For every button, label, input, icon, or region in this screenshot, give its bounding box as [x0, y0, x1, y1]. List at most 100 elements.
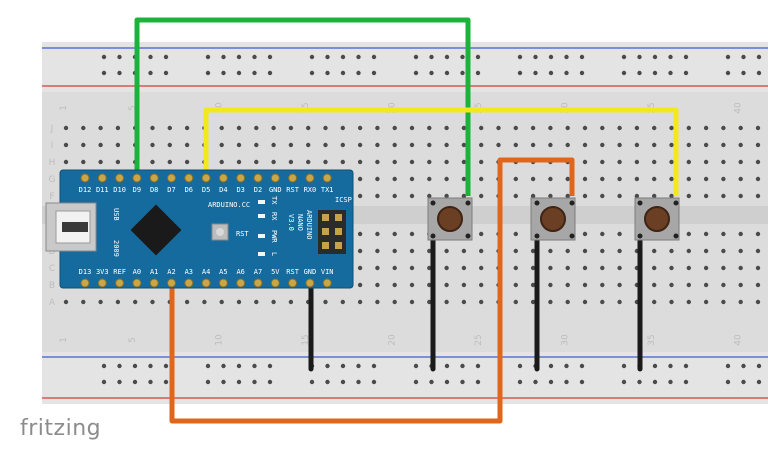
nano-pin	[80, 173, 90, 183]
breadboard-hole	[392, 299, 397, 305]
breadboard-hole	[565, 265, 570, 271]
breadboard-hole	[371, 379, 377, 385]
breadboard-hole	[375, 282, 380, 288]
breadboard-hole	[236, 54, 242, 60]
breadboard-hole	[738, 159, 743, 165]
breadboard-hole	[101, 54, 107, 60]
breadboard-hole	[755, 248, 761, 254]
breadboard-hole	[582, 176, 588, 182]
pushbutton-1[interactable]	[427, 197, 473, 241]
row-letter: G	[49, 175, 56, 185]
breadboard-hole	[392, 193, 397, 199]
breadboard-hole	[252, 363, 257, 369]
breadboard-hole	[219, 125, 224, 131]
breadboard-hole	[325, 70, 330, 76]
nano-pin	[305, 173, 315, 183]
nano-pin	[236, 173, 246, 183]
nano-pin-label: 5V	[271, 268, 280, 276]
breadboard-hole	[461, 299, 467, 305]
breadboard-hole	[306, 142, 311, 148]
nano-icsp-label: ICSP	[335, 196, 352, 204]
breadboard-hole	[444, 379, 450, 385]
breadboard-hole	[221, 54, 226, 60]
breadboard-hole	[271, 299, 276, 305]
nano-pin	[322, 173, 332, 183]
breadboard-hole	[669, 282, 674, 288]
breadboard-hole	[669, 193, 674, 199]
mcu-chip	[130, 204, 182, 256]
column-number: 1	[59, 105, 69, 111]
breadboard-hole	[725, 70, 731, 76]
breadboard-hole	[582, 248, 588, 254]
nano-pin	[270, 173, 280, 183]
nano-pin-label: REF	[113, 268, 126, 276]
breadboard-hole	[429, 70, 434, 76]
breadboard-hole	[652, 193, 657, 199]
breadboard-hole	[461, 159, 467, 165]
column-number: 20	[388, 334, 398, 346]
breadboard-hole	[461, 142, 467, 148]
breadboard-hole	[219, 142, 224, 148]
breadboard-hole	[668, 54, 673, 60]
nano-pin	[288, 278, 298, 288]
breadboard-hole	[392, 176, 397, 182]
breadboard-hole	[617, 176, 622, 182]
breadboard-hole	[375, 265, 380, 271]
column-number: 10	[215, 334, 225, 346]
breadboard-hole	[721, 248, 726, 254]
nano-pin-label: A6	[236, 268, 244, 276]
breadboard-hole	[738, 299, 743, 305]
breadboard-hole	[148, 70, 153, 76]
breadboard-hole	[460, 70, 465, 76]
breadboard-hole	[686, 248, 691, 254]
breadboard-hole	[357, 142, 363, 148]
breadboard-hole	[548, 176, 553, 182]
breadboard-hole	[548, 363, 554, 369]
breadboard-hole	[755, 193, 761, 199]
row-letter: B	[49, 281, 55, 291]
breadboard-hole	[356, 70, 361, 76]
breadboard-hole	[150, 125, 155, 131]
nano-pin-label: A4	[202, 268, 210, 276]
nano-pin	[218, 173, 228, 183]
breadboard-hole	[98, 125, 103, 131]
breadboard-hole	[375, 176, 380, 182]
breadboard-hole	[530, 299, 536, 305]
breadboard-hole	[600, 142, 605, 148]
breadboard-hole	[686, 265, 691, 271]
breadboard-hole	[221, 363, 226, 369]
breadboard-hole	[101, 70, 107, 76]
breadboard-hole	[288, 125, 294, 131]
pushbutton-3[interactable]	[634, 197, 680, 241]
nano-name-line-1: ARDUINO	[305, 210, 313, 240]
breadboard-hole	[323, 142, 328, 148]
breadboard-hole	[427, 159, 432, 165]
breadboard-hole	[669, 142, 674, 148]
breadboard-hole	[236, 299, 242, 305]
breadboard-hole	[686, 282, 691, 288]
breadboard-hole	[755, 299, 761, 305]
nano-pin	[149, 278, 159, 288]
breadboard-hole	[703, 176, 709, 182]
breadboard-hole	[600, 299, 605, 305]
breadboard-hole	[621, 70, 627, 76]
breadboard-hole	[617, 282, 622, 288]
breadboard-hole	[683, 54, 689, 60]
breadboard-hole	[479, 299, 484, 305]
breadboard-hole	[429, 379, 434, 385]
breadboard-hole	[163, 70, 169, 76]
breadboard-hole	[721, 142, 726, 148]
breadboard-hole	[357, 265, 363, 271]
breadboard-hole	[427, 282, 432, 288]
nano-pin	[218, 278, 228, 288]
breadboard-hole	[721, 159, 726, 165]
pushbutton-2[interactable]	[530, 197, 576, 241]
breadboard-hole	[267, 54, 273, 60]
breadboard-hole	[475, 54, 481, 60]
breadboard-hole	[288, 159, 294, 165]
breadboard-hole	[236, 159, 242, 165]
breadboard-hole	[582, 193, 588, 199]
nano-pin-label: D7	[167, 186, 175, 194]
breadboard-hole	[461, 193, 467, 199]
breadboard-hole	[357, 231, 363, 237]
